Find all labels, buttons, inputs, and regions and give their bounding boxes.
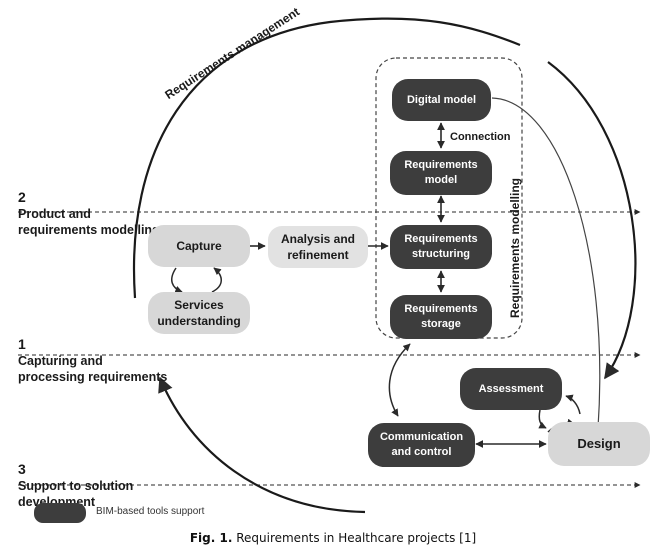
phase-capturing: 1 Capturing and processing requirements [18, 320, 167, 385]
connector-design-assessment [565, 394, 581, 415]
phase-text: Capturing and processing requirements [18, 354, 168, 384]
arc-right [547, 61, 637, 380]
legend-text: BIM-based tools support [96, 506, 205, 517]
node-requirements-structuring: Requirements structuring [390, 225, 492, 269]
phase-text: Product and requirements modelling [18, 207, 160, 237]
phase-support: 3 Support to solution development [18, 445, 133, 510]
connector-services-capture [211, 267, 222, 293]
node-digital-model: Digital model [392, 79, 491, 121]
connector-capture-services [171, 267, 183, 293]
node-requirements-model: Requirements model [390, 151, 492, 195]
node-capture: Capture [148, 225, 250, 267]
arc-management [132, 17, 521, 299]
requirements-modelling-container [375, 57, 523, 339]
phase-product-modelling: 2 Product and requirements modelling [18, 173, 160, 238]
phase-number: 1 [18, 336, 26, 352]
connection-label: Connection [450, 131, 511, 143]
node-services-understanding: Services understanding [148, 292, 250, 334]
node-analysis-refinement: Analysis and refinement [268, 226, 368, 268]
node-design: Design [548, 422, 650, 466]
requirements-modelling-label: Requirements modelling [508, 177, 522, 319]
connector-storage-communication [388, 343, 411, 417]
caption-text: Requirements in Healthcare projects [1] [232, 531, 477, 545]
figure-caption: Fig. 1. Requirements in Healthcare proje… [0, 531, 666, 545]
connector-digital-design [491, 97, 601, 429]
node-communication-control: Communication and control [368, 423, 475, 467]
node-requirements-storage: Requirements storage [390, 295, 492, 339]
legend-swatch [34, 503, 86, 523]
connector-assessment-design [538, 409, 547, 429]
caption-fig: Fig. 1. [189, 531, 233, 545]
phase-number: 2 [18, 189, 26, 205]
arc-bottom-left [158, 376, 366, 514]
phase-number: 3 [18, 461, 26, 477]
node-assessment: Assessment [460, 368, 562, 410]
